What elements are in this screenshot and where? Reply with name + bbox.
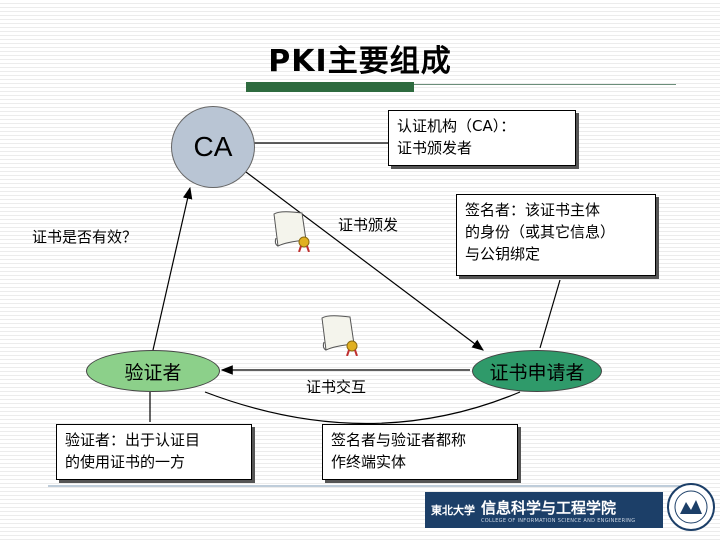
cert-issue-label: 证书颁发: [338, 216, 399, 234]
cert-exchange-label: 证书交互: [306, 378, 367, 396]
signer-note-line3: 与公钥绑定: [465, 245, 541, 263]
university-logo-banner: 東北大学 信息科学与工程学院 COLLEGE OF INFORMATION SC…: [425, 492, 663, 528]
certificate-icon: [321, 315, 358, 356]
school-name: 信息科学与工程学院: [481, 498, 617, 517]
cert-valid-label: 证书是否有效？: [32, 228, 138, 246]
ca-box-line2: 证书颁发者: [397, 139, 473, 157]
verifier-note-box: 验证者：出于认证目 的使用证书的一方: [56, 424, 252, 480]
signer-note-line: [539, 279, 561, 349]
signer-note-line2: 的身份（或其它信息）: [465, 223, 616, 241]
university-seal-icon: [667, 483, 715, 531]
end-entity-note-line2: 作终端实体: [331, 453, 407, 471]
ca-description-box: 认证机构（CA）： 证书颁发者: [388, 110, 576, 166]
signer-note-box: 签名者：该证书主体 的身份（或其它信息） 与公钥绑定: [456, 194, 656, 276]
university-calligraphy-logo: 東北大学: [431, 504, 475, 517]
end-entity-note-line1: 签名者与验证者都称: [331, 431, 467, 449]
certificate-icon: [273, 211, 310, 252]
title-accent-bar: [246, 82, 414, 92]
signer-note-line1: 签名者：该证书主体: [465, 201, 601, 219]
applicant-node: 证书申请者: [472, 350, 602, 392]
title-underline: [246, 84, 676, 85]
validate-arrow: [152, 186, 193, 351]
verifier-node: 验证者: [86, 350, 220, 392]
slide-title: PKI主要组成: [268, 44, 452, 79]
ca-box-line1: 认证机构（CA）：: [397, 117, 516, 135]
verifier-note-line2: 的使用证书的一方: [65, 453, 186, 471]
verifier-note-line1: 验证者：出于认证目: [65, 431, 201, 449]
end-entity-curve: [204, 391, 521, 425]
ca-node: CA: [171, 106, 255, 188]
issue-arrow: [245, 171, 484, 351]
school-name-english: COLLEGE OF INFORMATION SCIENCE AND ENGIN…: [481, 517, 636, 524]
end-entity-note-box: 签名者与验证者都称 作终端实体: [322, 424, 518, 480]
